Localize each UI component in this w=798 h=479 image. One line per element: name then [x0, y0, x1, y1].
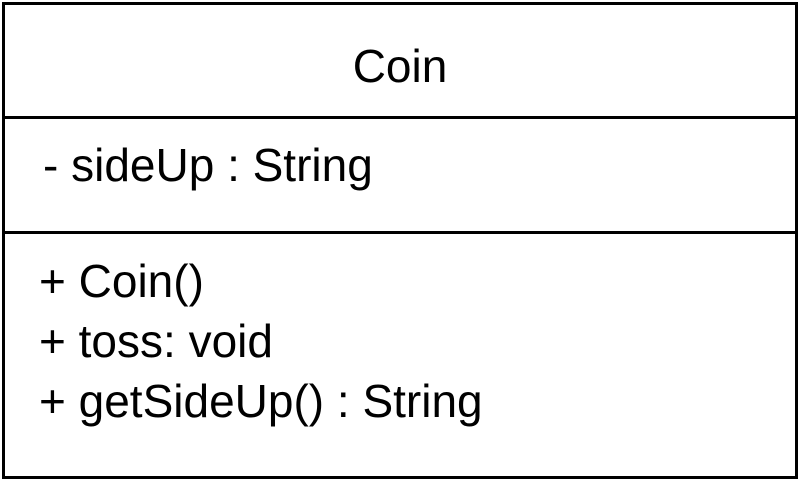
operations-compartment: + Coin() + toss: void + getSideUp() : St…	[5, 234, 795, 476]
attributes-compartment: - sideUp : String	[5, 119, 795, 234]
class-name: Coin	[352, 40, 448, 92]
attribute-side-up: - sideUp : String	[43, 139, 373, 191]
operation-get-side-up: + getSideUp() : String	[39, 375, 483, 427]
operation-toss: + toss: void	[39, 315, 273, 367]
operation-constructor: + Coin()	[39, 255, 204, 307]
class-name-compartment: Coin	[5, 5, 795, 119]
